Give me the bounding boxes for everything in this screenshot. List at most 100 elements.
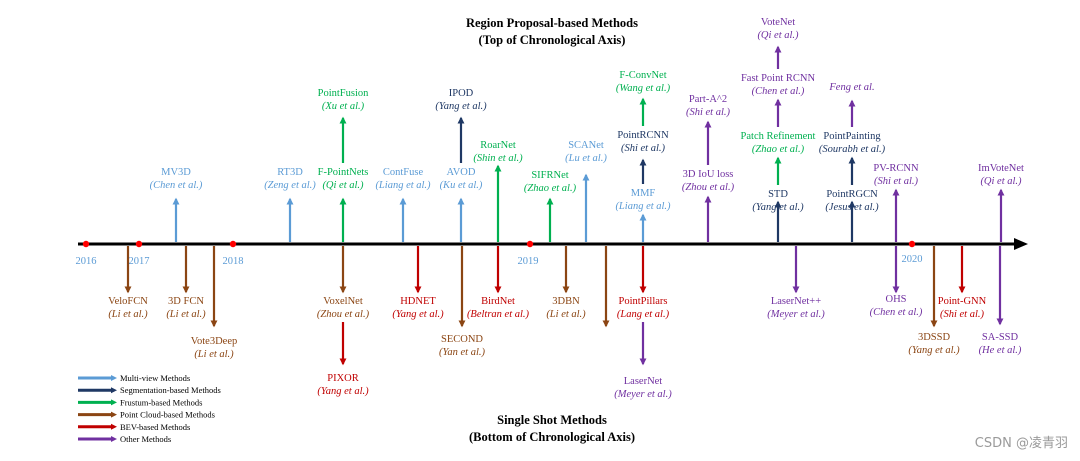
- top-title: Region Proposal-based Methods: [466, 16, 638, 30]
- method-label: STD(Yang et al.): [752, 189, 804, 213]
- year-2016: 2016: [76, 240, 97, 267]
- method-bottom-sa-ssd: SA-SSD (He et al.): [979, 246, 1022, 356]
- method-citation: (Liang et al.): [615, 201, 671, 212]
- method-citation: (Shi et al.): [874, 176, 919, 187]
- method-citation: (Chen et al.): [870, 307, 923, 318]
- year-dot: [229, 240, 237, 248]
- method-citation: (Liang et al.): [375, 180, 431, 191]
- method-citation: (Beltran et al.): [467, 309, 530, 320]
- method-name: SA-SSD: [982, 332, 1019, 343]
- method-citation: (Zeng et al.): [264, 180, 316, 191]
- method-name: 3DSSD: [918, 332, 951, 343]
- method-label: VoteNet(Qi et al.): [757, 17, 799, 41]
- method-top-pointrcnn: PointRCNN(Shi et al.): [617, 130, 669, 184]
- method-label: 3DSSD (Yang et al.): [908, 332, 960, 356]
- method-top-sifrnet: SIFRNet(Zhao et al.): [524, 170, 577, 242]
- method-label: RoarNet(Shin et al.): [473, 140, 523, 164]
- method-citation: (Ku et al.): [440, 180, 483, 191]
- method-name: RoarNet: [480, 140, 516, 151]
- method-citation: (Zhou et al.): [317, 309, 370, 320]
- method-bottom-vote3deep: Vote3Deep(Li et al.): [191, 246, 237, 360]
- legend-swatch-arrow: [111, 411, 117, 418]
- method-citation: (Zhao et al.): [752, 144, 805, 155]
- legend-item-bev: BEV-based Methods: [78, 422, 190, 432]
- year-label: 2018: [223, 256, 244, 267]
- method-top-pv-rcnn: PV-RCNN(Shi et al.): [873, 163, 919, 242]
- method-label: AVOD(Ku et al.): [440, 167, 483, 191]
- method-bottom-velofcn: VeloFCN(Li et al.): [108, 246, 148, 320]
- method-top-part-a-2: Part-A^2(Shi et al.): [686, 94, 731, 165]
- method-citation: (Li et al.): [194, 349, 234, 360]
- legend-item-pointcloud: Point Cloud-based Methods: [78, 410, 215, 420]
- method-label: MV3D(Chen et al.): [150, 167, 203, 191]
- method-label: LaserNet++(Meyer et al.): [767, 296, 825, 320]
- method-name: LaserNet: [624, 376, 663, 387]
- method-label: Part-A^2(Shi et al.): [686, 94, 731, 118]
- method-citation: (Yan et al.): [439, 347, 485, 358]
- method-citation: (Yang et al.): [908, 345, 960, 356]
- watermark: CSDN @凌青羽: [975, 436, 1068, 451]
- method-citation: (Xu et al.): [322, 101, 365, 112]
- method-label: OHS(Chen et al.): [870, 294, 923, 318]
- method-name: LaserNet++: [771, 296, 821, 307]
- method-label: VoxelNet(Zhou et al.): [317, 296, 370, 320]
- method-label: Fast Point RCNN(Chen et al.): [741, 73, 816, 97]
- legend-swatch-arrow: [111, 423, 117, 430]
- method-name: VoteNet: [761, 17, 795, 28]
- legend-swatch-arrow: [111, 375, 117, 381]
- method-citation: (Wang et al.): [616, 83, 671, 94]
- method-name: PIXOR: [327, 373, 359, 384]
- year-label: 2017: [129, 256, 150, 267]
- method-citation: (Shi et al.): [621, 143, 666, 154]
- method-name: Part-A^2: [689, 94, 727, 105]
- method-label: LaserNet(Meyer et al.): [614, 376, 672, 400]
- method-citation: (Li et al.): [108, 309, 148, 320]
- method-top-ipod: IPOD(Yang et al.): [435, 88, 487, 163]
- method-bottom-voxelnet: VoxelNet(Zhou et al.): [317, 246, 370, 320]
- method-top-patch-refinement: Patch Refinement(Zhao et al.): [741, 131, 816, 185]
- year-label: 2016: [76, 256, 97, 267]
- method-citation: (Yang et al.): [317, 386, 369, 397]
- legend-item-frustum: Frustum-based Methods: [78, 397, 202, 407]
- method-top-contfuse: ContFuse(Liang et al.): [375, 167, 431, 242]
- year-dot: [135, 240, 143, 248]
- method-name: MMF: [631, 188, 656, 199]
- method-citation: (Li et al.): [166, 309, 206, 320]
- method-label: Feng et al.: [828, 82, 874, 93]
- method-label: HDNET (Yang et al.): [392, 296, 444, 320]
- method-citation: (Sourabh et al.): [819, 144, 886, 155]
- method-citation: (Yang et al.): [392, 309, 444, 320]
- method-citation: (Qi et al.): [322, 180, 364, 191]
- method-top-pointfusion: PointFusion(Xu et al.): [318, 88, 369, 163]
- legend-swatch-arrow: [111, 436, 117, 442]
- axis-arrowhead: [1014, 238, 1028, 250]
- method-label: 3D IoU loss (Zhou et al.): [682, 169, 735, 193]
- method-label: PointRGCN(Jesus et al.): [825, 189, 879, 213]
- method-label: PointPainting(Sourabh et al.): [819, 131, 886, 155]
- method-name: F-ConvNet: [619, 70, 666, 81]
- method-bottom-3d-fcn: 3D FCN (Li et al.): [166, 246, 206, 320]
- method-label: SECOND(Yan et al.): [439, 334, 485, 358]
- method-label: F-PointNets(Qi et al.): [318, 167, 369, 191]
- method-top-fast-point-rcnn: Fast Point RCNN(Chen et al.): [741, 73, 816, 127]
- method-name: HDNET: [400, 296, 436, 307]
- method-citation: (Chen et al.): [150, 180, 203, 191]
- method-name: 3D FCN: [168, 296, 204, 307]
- legend-label: Other Methods: [120, 434, 171, 444]
- method-label: MMF (Liang et al.): [615, 188, 671, 212]
- legend-swatch-arrow: [111, 387, 117, 394]
- method-label: SCANet(Lu et al.): [565, 140, 607, 164]
- method-bottom-pointpillars: PointPillars(Lang et al.): [617, 246, 670, 320]
- method-label: 3D FCN (Li et al.): [166, 296, 206, 320]
- method-label: 3DBN(Li et al.): [546, 296, 586, 320]
- method-label: ImVoteNet(Qi et al.): [978, 163, 1024, 187]
- legend-swatch-arrow: [111, 399, 117, 406]
- method-name: 3D IoU loss: [683, 169, 734, 180]
- method-citation: (He et al.): [979, 345, 1022, 356]
- method-top-3d-iou-loss: 3D IoU loss (Zhou et al.): [682, 169, 735, 242]
- method-citation: (Zhou et al.): [682, 182, 735, 193]
- method-top-pointpainting: PointPainting(Sourabh et al.): [819, 131, 886, 185]
- method-citation: (Qi et al.): [980, 176, 1022, 187]
